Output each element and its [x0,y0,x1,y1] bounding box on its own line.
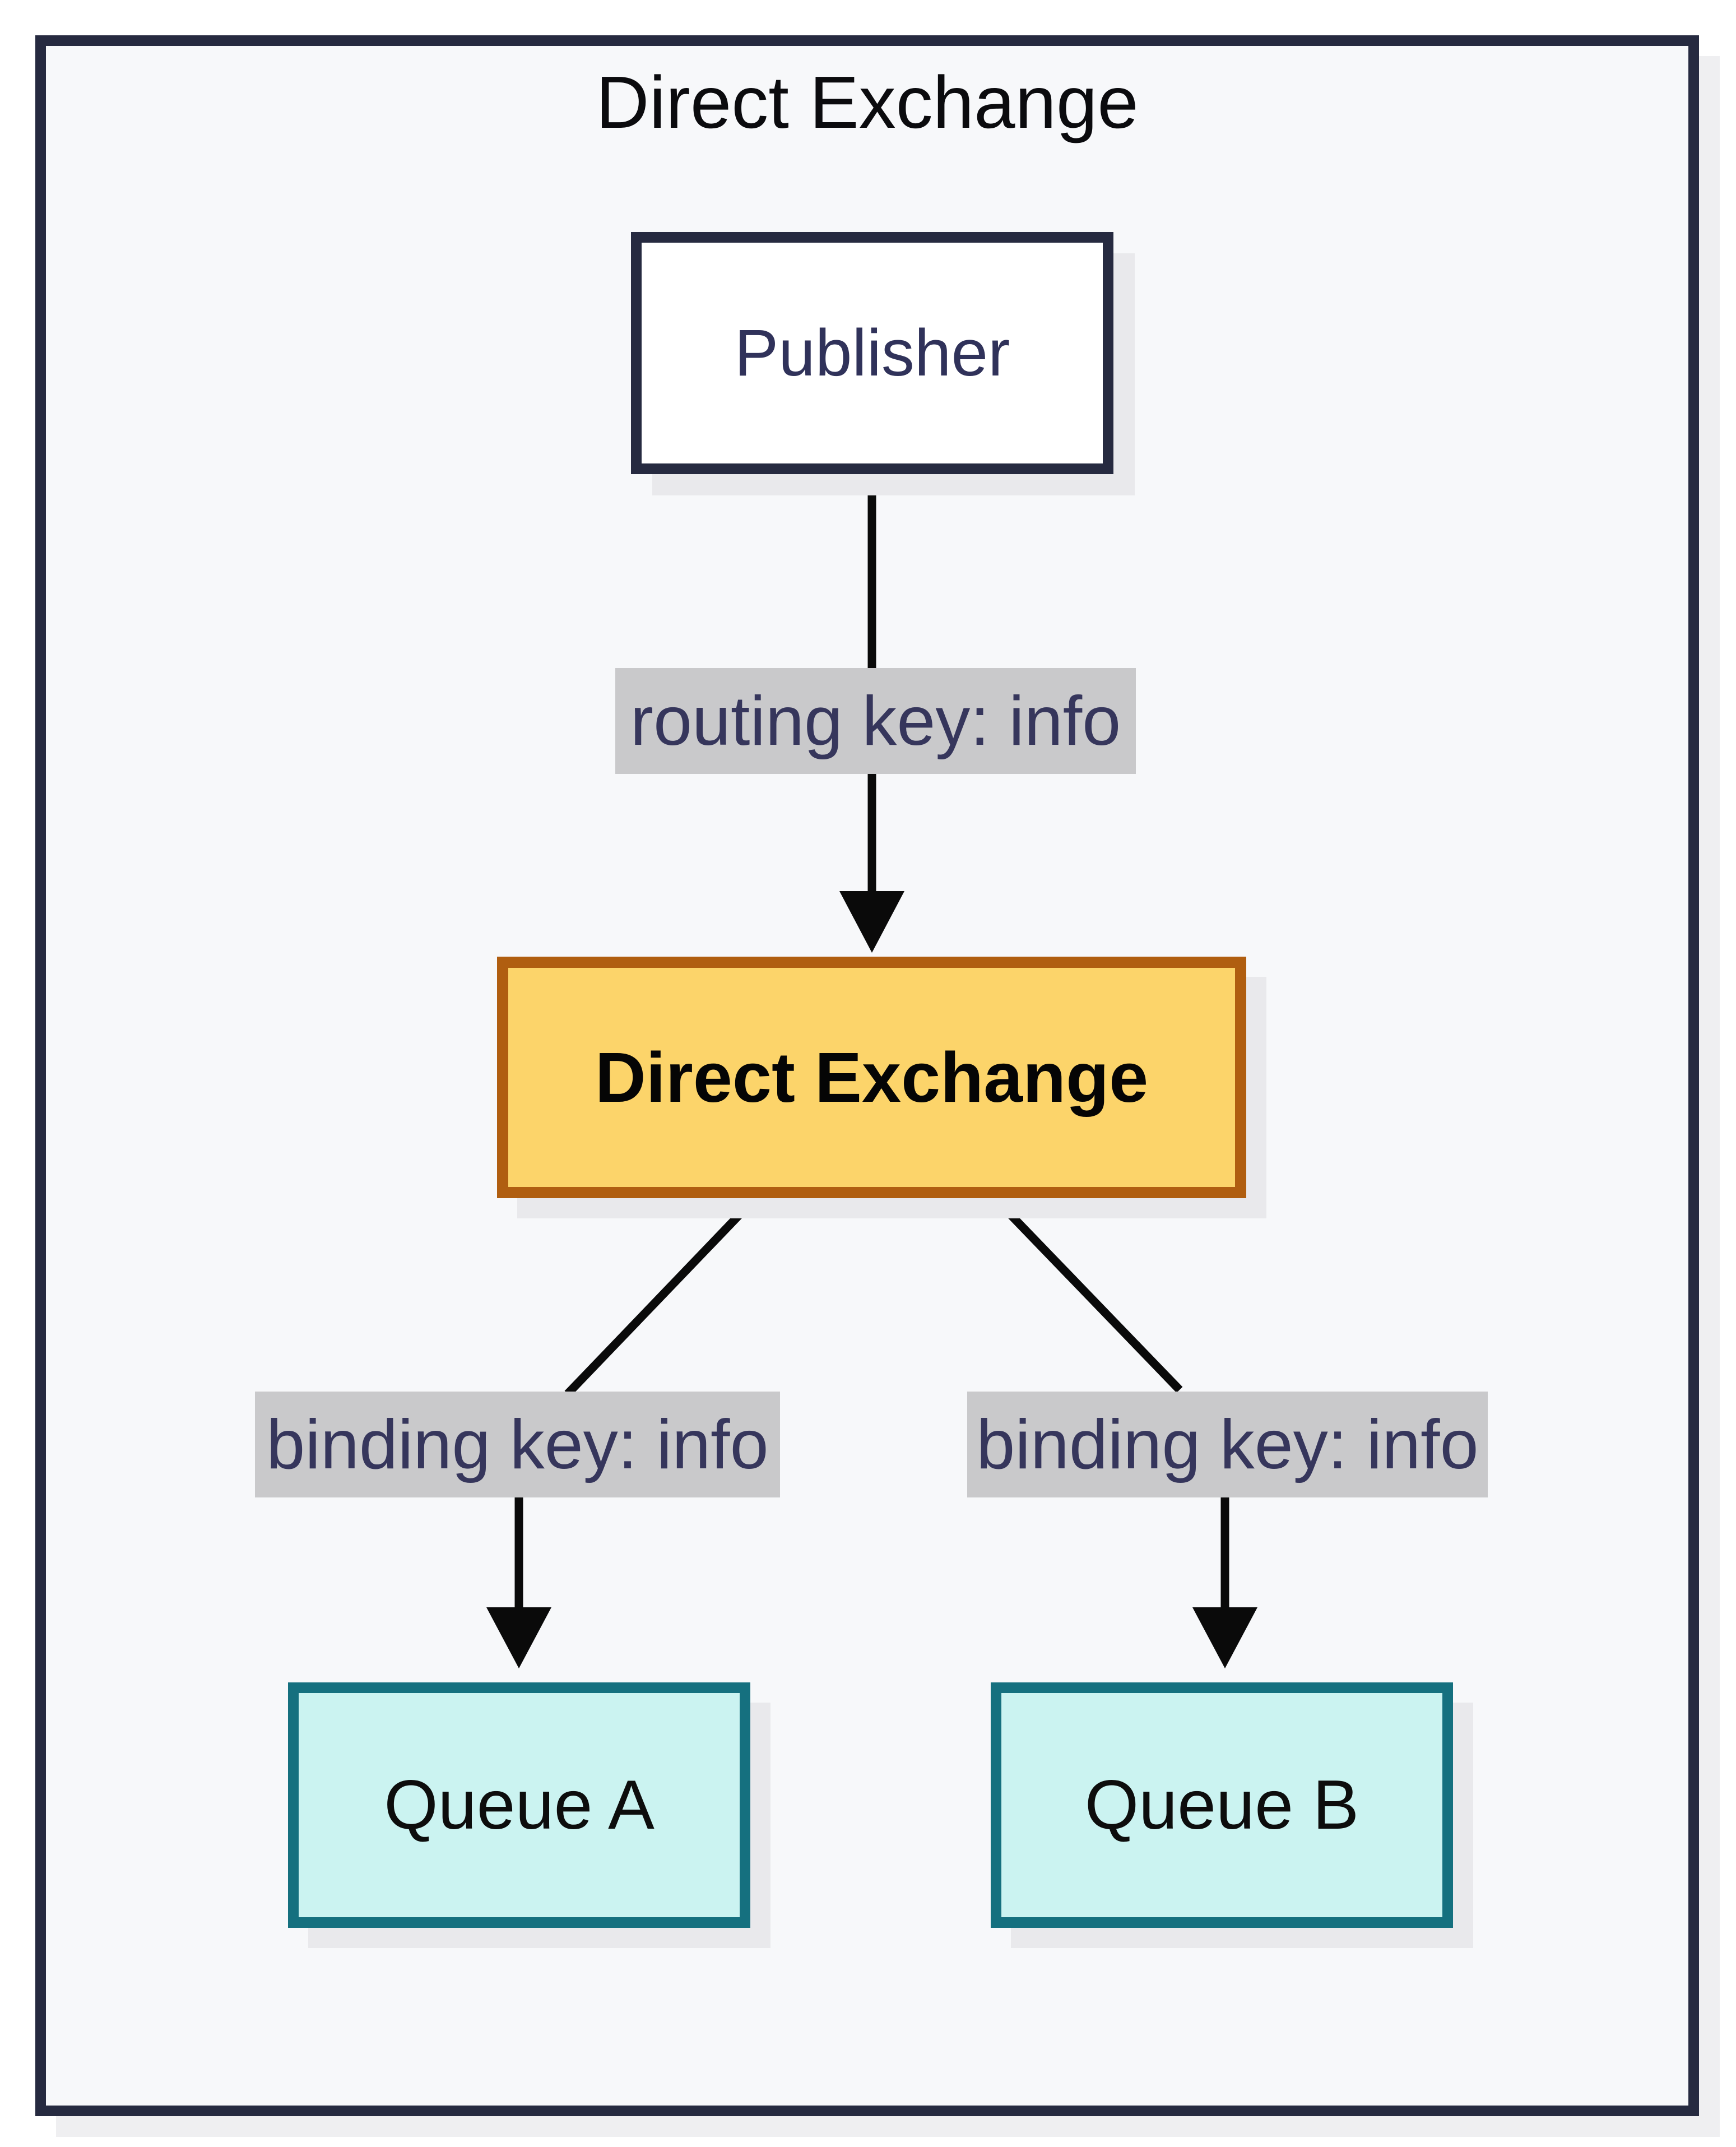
edge-label-routing-key-text: routing key: info [630,682,1121,760]
node-direct-exchange-label: Direct Exchange [595,1038,1149,1117]
node-queue-b: Queue B [991,1682,1453,1928]
arrowhead-into-queue-b-icon [1192,1607,1257,1668]
diagram-title: Direct Exchange [596,61,1139,143]
edge-label-routing-key: routing key: info [615,668,1136,774]
node-publisher-label: Publisher [734,316,1010,390]
node-queue-a-label: Queue A [384,1766,655,1844]
edge-label-binding-key-left-text: binding key: info [266,1406,769,1483]
arrowhead-into-exchange-icon [839,891,904,953]
arrowhead-into-queue-a-icon [486,1607,551,1668]
node-publisher: Publisher [631,232,1113,474]
edge-label-binding-key-right-text: binding key: info [976,1406,1479,1483]
node-queue-a: Queue A [288,1682,750,1928]
edge-exchange-to-queue-a [564,1195,759,1397]
edge-label-binding-key-right: binding key: info [967,1392,1488,1497]
node-direct-exchange: Direct Exchange [497,957,1246,1198]
node-queue-b-label: Queue B [1084,1766,1359,1844]
edge-label-binding-key-left: binding key: info [255,1392,780,1497]
edge-exchange-to-queue-b [991,1195,1183,1393]
